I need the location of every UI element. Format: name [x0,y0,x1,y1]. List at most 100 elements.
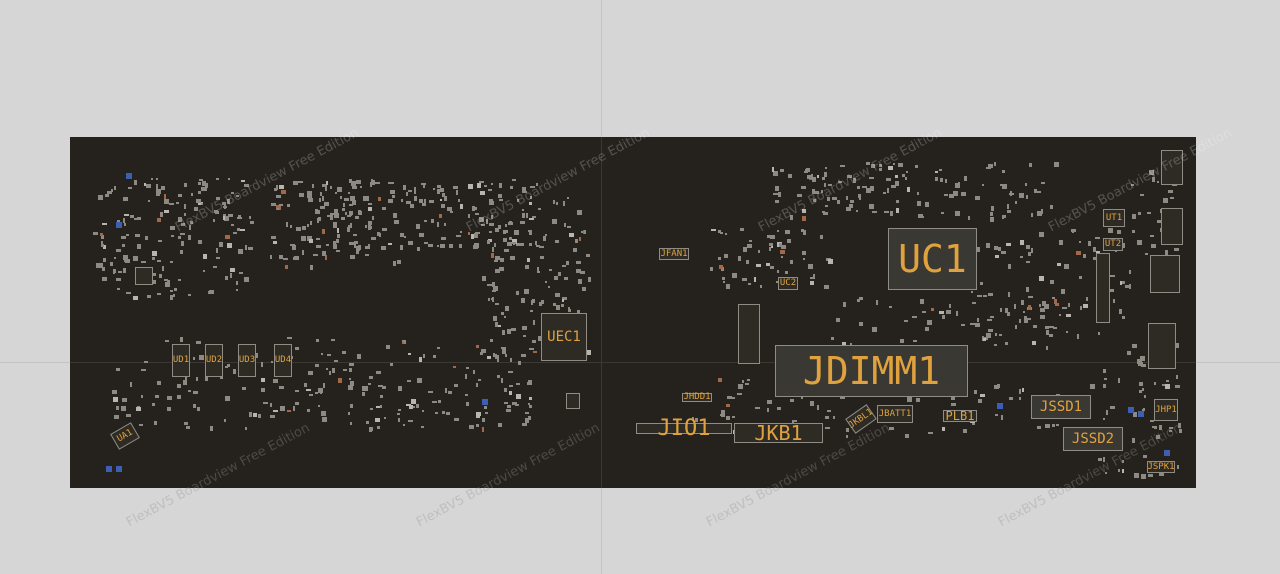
pad [529,217,535,220]
pad [514,229,520,235]
pad [530,185,536,188]
component-connector-right-4[interactable] [1148,323,1176,369]
pad [753,276,756,282]
pad [185,376,188,381]
component-ud1[interactable]: UD1 [172,344,190,377]
component-uc2[interactable]: UC2 [778,277,798,290]
pad [353,240,358,244]
pad [404,236,407,239]
pad [490,183,493,186]
pad [406,403,412,406]
component-ut2[interactable]: UT2 [1103,238,1123,251]
pad [836,200,840,205]
pad [320,206,326,210]
pad [441,410,445,414]
pad [710,266,714,271]
pad [718,264,723,269]
pad [527,402,530,405]
pad [336,238,340,243]
pad [349,178,353,183]
pad [532,340,537,344]
pad [393,213,398,219]
component-ut1[interactable]: UT1 [1103,209,1125,227]
pad [364,246,370,250]
component-chip-ud-left[interactable] [135,267,153,285]
pad [1041,208,1044,214]
pad [1063,263,1069,269]
component-uec1[interactable]: UEC1 [541,313,587,361]
component-jkb1[interactable]: JKB1 [734,423,823,443]
pad [336,250,341,253]
pad [824,205,828,208]
pad [557,271,561,276]
pad [913,340,918,343]
component-chip-lower-right[interactable] [566,393,580,409]
pad [1121,468,1124,473]
pad [726,403,731,407]
pad [1026,245,1031,250]
pad [196,376,199,381]
pad [402,340,407,345]
component-connector-right-3[interactable] [1150,255,1180,293]
component-ua1[interactable]: UA1 [110,422,140,450]
component-jssd1[interactable]: JSSD1 [1031,395,1091,419]
pad [436,245,439,248]
pad [456,189,459,195]
pad [440,236,446,240]
component-jspk1[interactable]: JSPK1 [1147,461,1175,473]
pad [1006,243,1012,247]
component-connector-right-1[interactable] [1161,150,1183,185]
pad [781,255,784,258]
pad [488,297,491,301]
pad [350,182,356,187]
component-connector-right-2[interactable] [1161,208,1183,245]
pcb-board[interactable]: UC1 JDIMM1 UEC1 JIO1 JKB1 JSSD1 JSSD2 PL… [70,137,1196,488]
pad [501,348,506,354]
component-ud3[interactable]: UD3 [238,344,256,377]
component-jfan1[interactable]: JFAN1 [659,248,689,260]
component-vertical-strip[interactable] [1096,253,1110,323]
component-uc1[interactable]: UC1 [888,228,977,290]
pad [136,243,141,249]
component-ud2[interactable]: UD2 [205,344,223,377]
component-jdimm1[interactable]: JDIMM1 [775,345,968,397]
pad [885,178,891,182]
component-jhdd1[interactable]: JHDD1 [682,392,712,402]
pad [374,418,380,423]
pad [576,268,582,273]
pad [238,271,243,274]
pad [996,384,1000,389]
pad [1000,251,1006,255]
pad [310,265,314,271]
component-plb1[interactable]: PLB1 [943,410,977,422]
pad [586,254,591,258]
pad [563,276,568,280]
pad [183,213,186,217]
pad [1148,474,1154,478]
pad [803,229,807,235]
component-vertical-header[interactable] [738,304,760,364]
pad [745,383,750,386]
pad [1050,280,1055,285]
pad [327,353,332,356]
component-ud4[interactable]: UD4 [274,344,292,377]
component-jkbl1[interactable]: JKBL1 [845,404,877,434]
pad [1116,229,1121,234]
pad [317,218,320,224]
pad [1162,384,1166,387]
pad [197,191,201,195]
pad [287,409,292,412]
component-jhp1[interactable]: JHP1 [1154,399,1178,421]
component-jio1[interactable]: JIO1 [636,417,732,439]
pad [475,345,479,349]
pad [349,223,352,229]
pad [510,255,516,260]
pad [236,280,239,285]
pad [466,366,470,369]
component-jssd2[interactable]: JSSD2 [1063,427,1123,451]
component-jbatt1[interactable]: JBATT1 [877,405,913,423]
pad [228,213,233,217]
pad [367,221,372,226]
pad [528,396,532,400]
